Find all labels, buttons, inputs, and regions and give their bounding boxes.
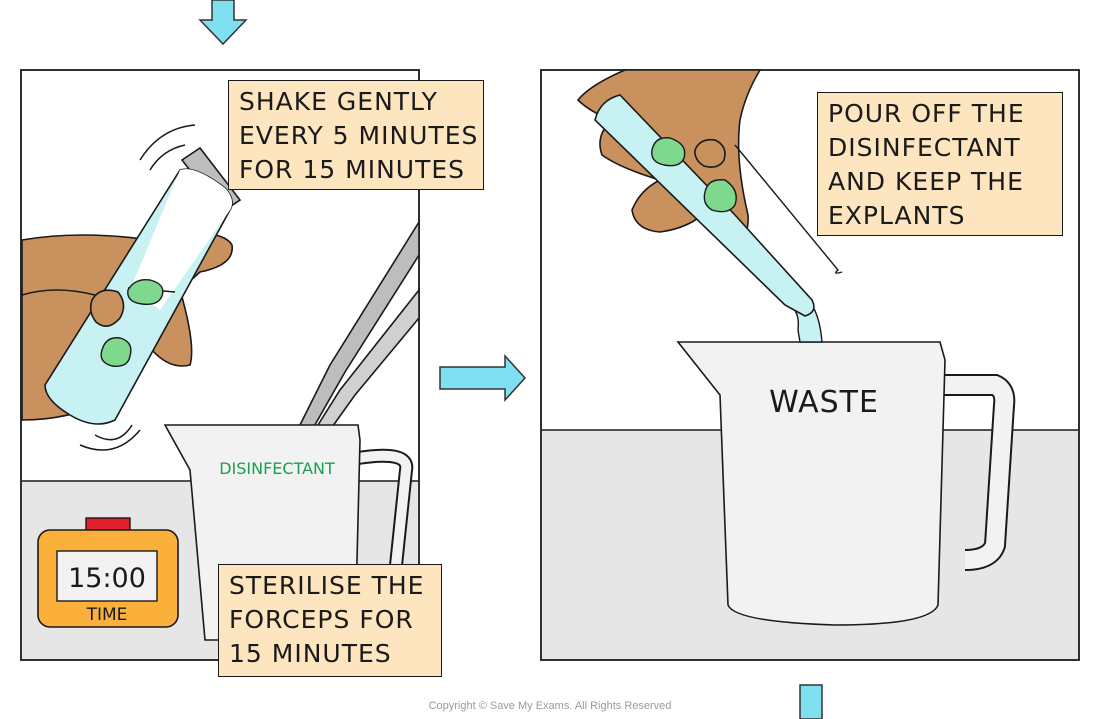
caption-line: DISINFECTANT [828,133,1021,162]
explant [100,337,132,367]
flow-arrow-right [439,354,527,402]
caption-line: STERILISE THE [229,571,425,600]
caption-line: SHAKE GENTLY [239,87,438,116]
caption-line: EXPLANTS [828,201,966,230]
caption-line: FOR 15 MINUTES [239,155,466,184]
caption-pour-off: POUR OFF THE DISINFECTANT AND KEEP THE E… [817,92,1063,236]
copyright-notice: Copyright © Save My Exams. All Rights Re… [428,700,672,712]
caption-line: POUR OFF THE [828,99,1025,128]
left-panel: 15:00 TIME DISINFECTANT [20,69,420,661]
flow-arrow-down-bottom [799,684,823,719]
timer: 15:00 TIME [37,517,179,628]
hand-holding-tube [21,124,242,451]
explant [127,279,164,306]
waste-beaker [676,341,1016,626]
caption-line: 15 MINUTES [229,639,392,668]
waste-label: WASTE [769,385,879,420]
disinfectant-label: DISINFECTANT [219,459,335,478]
explant [651,137,686,167]
caption-sterilise-forceps: STERILISE THE FORCEPS FOR 15 MINUTES [218,564,442,677]
hand-pouring-tube [576,69,843,317]
caption-line: FORCEPS FOR [229,605,414,634]
caption-line: AND KEEP THE [828,167,1024,196]
caption-line: EVERY 5 MINUTES [239,121,479,150]
caption-shake-gently: SHAKE GENTLY EVERY 5 MINUTES FOR 15 MINU… [228,80,484,190]
timer-display: 15:00 [68,563,146,594]
flow-arrow-down-top [198,0,248,46]
explant [703,179,737,213]
timer-label: TIME [86,605,128,625]
